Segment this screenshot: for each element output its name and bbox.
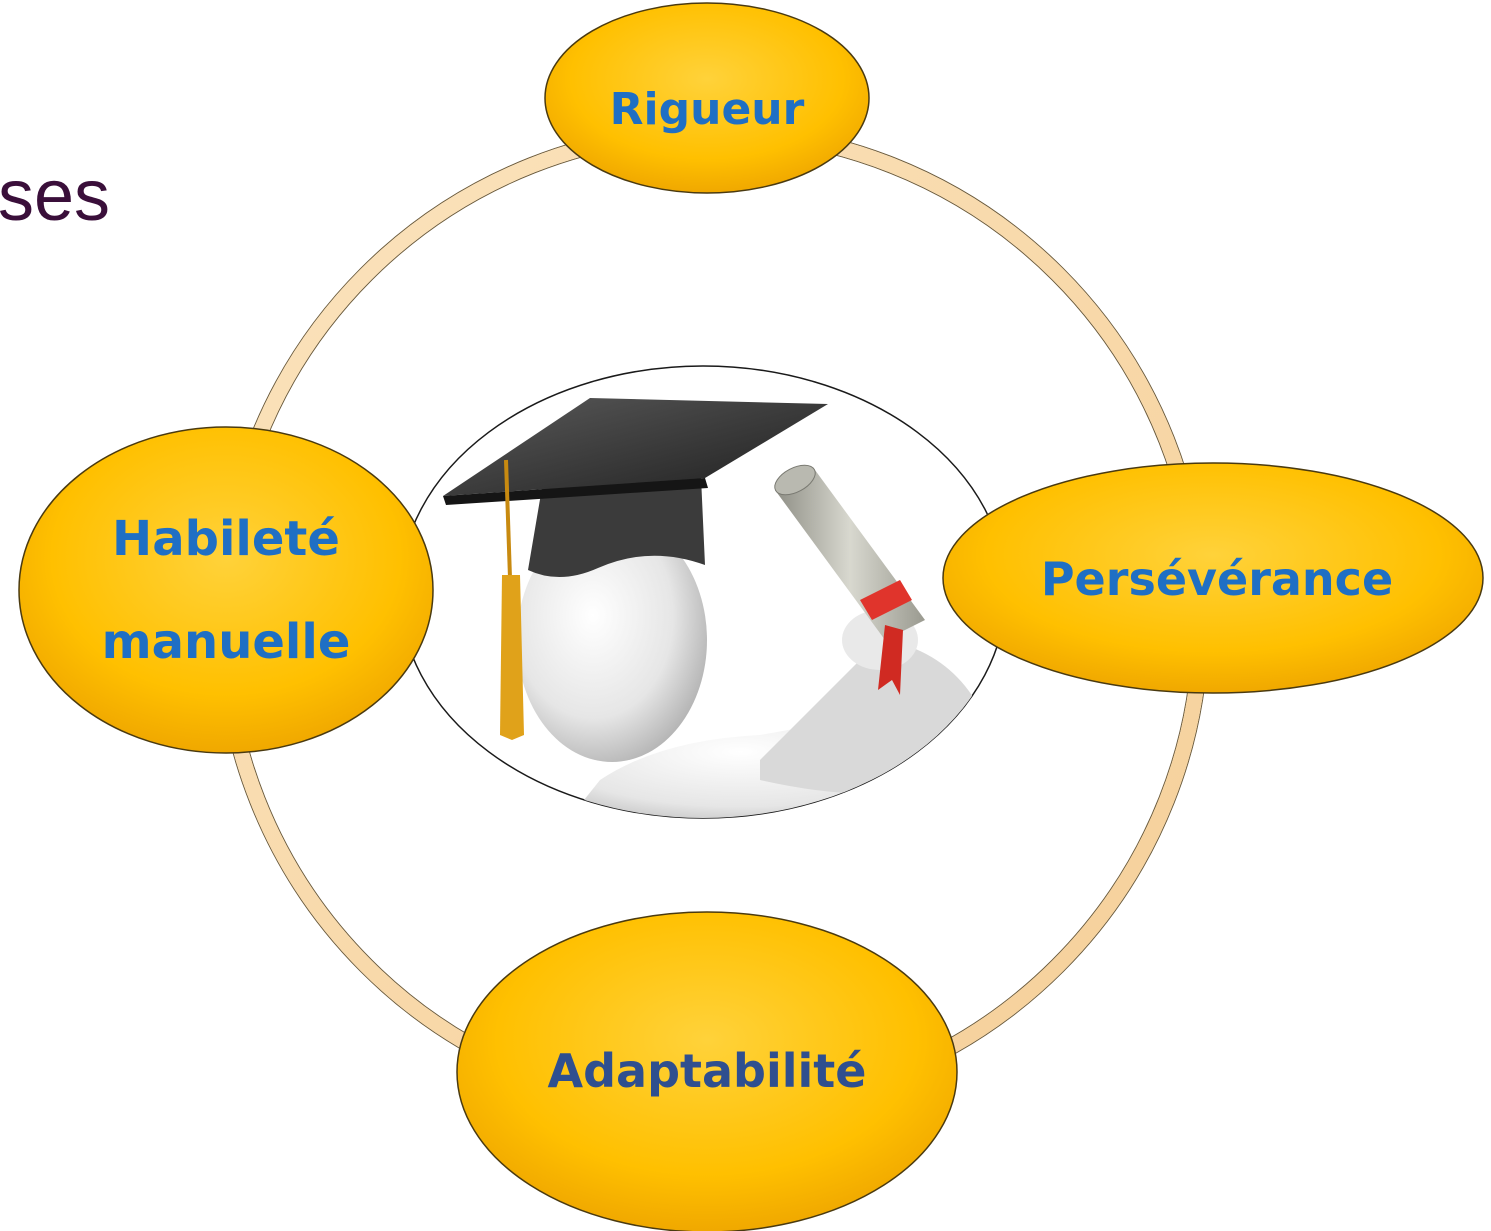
node-left-label-line1: Habileté bbox=[112, 511, 340, 567]
title-fragment: ses bbox=[0, 156, 111, 236]
node-right-label: Persévérance bbox=[1041, 552, 1393, 606]
node-bottom-label: Adaptabilité bbox=[548, 1044, 867, 1098]
node-top-bubble: Rigueur bbox=[544, 2, 870, 194]
node-left-bubble: Habileté manuelle bbox=[18, 426, 434, 754]
graduate-image bbox=[399, 365, 1007, 819]
node-bottom-bubble: Adaptabilité bbox=[456, 911, 958, 1231]
node-left-label-line2: manuelle bbox=[102, 614, 351, 670]
diploma-icon bbox=[774, 464, 925, 695]
node-right-bubble: Persévérance bbox=[942, 462, 1484, 694]
graduation-cap-icon bbox=[443, 398, 828, 740]
node-top-label: Rigueur bbox=[610, 84, 805, 135]
